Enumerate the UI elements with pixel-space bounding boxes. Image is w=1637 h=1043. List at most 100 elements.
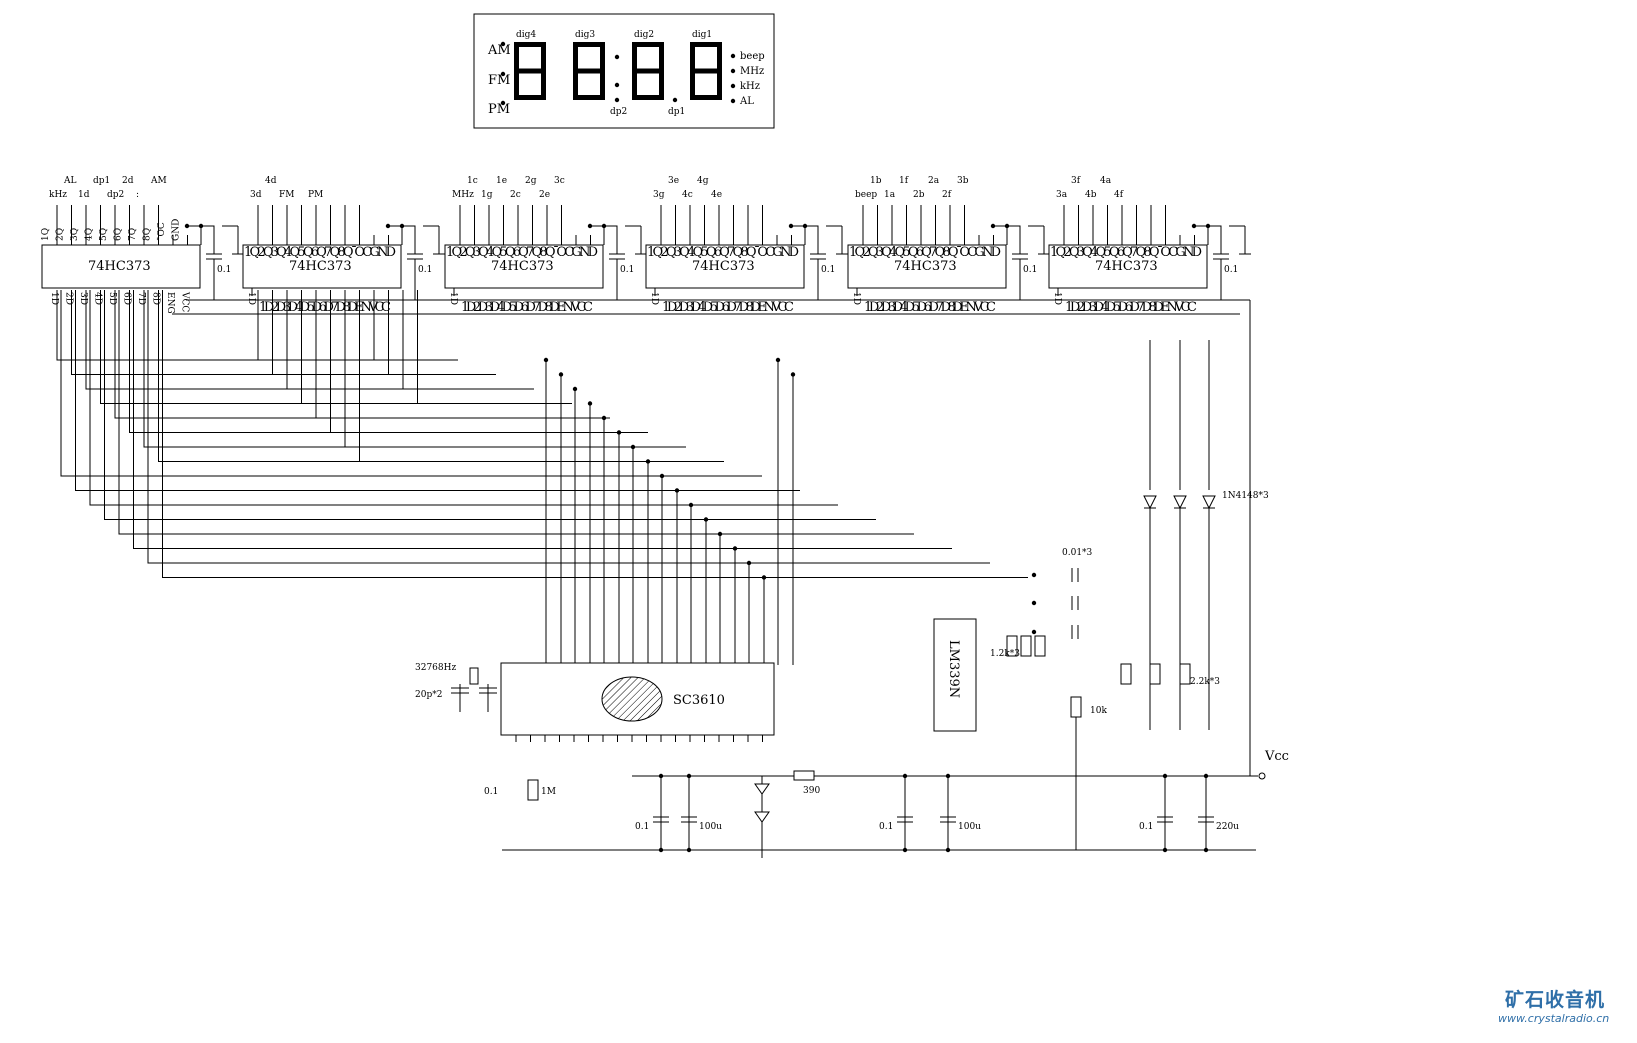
junction-dot	[587, 223, 593, 229]
junction-dot	[658, 847, 664, 853]
latch-pin-row: 1D2D3D4D5D6D7D8DENVCC	[259, 300, 391, 315]
latch-pin-label: 1Q	[41, 228, 51, 241]
dp-label: dp1	[668, 107, 685, 117]
segment-net-label: 2e	[539, 190, 550, 200]
latch-pin-row: 1D2D3D4D5D6D7D8DENVCC	[1065, 300, 1197, 315]
latch-pin-label: 4Q	[85, 228, 95, 241]
segment	[541, 42, 546, 71]
junction-dot	[717, 531, 723, 537]
junction-dot	[645, 459, 651, 464]
watermark-title: 矿石收音机	[1505, 989, 1606, 1011]
segment	[659, 71, 664, 100]
latch-pin-label: 7Q	[128, 228, 138, 241]
junction-dot	[558, 372, 564, 377]
segment	[717, 42, 722, 71]
pot-label: 10k	[1090, 706, 1107, 716]
junction-dot	[945, 773, 951, 779]
digit-label: dig2	[634, 30, 654, 40]
latch-part-name: 74HC373	[1095, 259, 1158, 274]
crystal	[469, 667, 479, 685]
junction-dot	[659, 473, 665, 479]
segment	[573, 71, 578, 100]
resistor-2k2	[1179, 663, 1191, 685]
segment	[632, 42, 664, 47]
latch-pin-label: 6Q	[114, 228, 124, 241]
display-indicator-label: AL	[739, 96, 754, 107]
segment-net-label: 3g	[653, 190, 665, 200]
segment-net-label: 1a	[884, 190, 896, 200]
resistor-1k2	[1034, 635, 1046, 657]
segment-gap	[519, 73, 541, 95]
latch-74hc373	[847, 244, 1007, 289]
indicator-dot	[730, 53, 736, 59]
segment	[514, 95, 546, 100]
cap-value: 0.1	[217, 265, 231, 275]
controller-name: SC3610	[673, 693, 725, 708]
latch-pin-label: 1D	[649, 292, 659, 305]
latch-pin-row: 1Q2Q3Q4Q5Q6Q7Q8Q¯OCGND	[244, 245, 396, 260]
bus-line	[129, 290, 648, 433]
segment-net-label: PM	[308, 190, 323, 200]
latch-74hc373	[444, 244, 604, 289]
bus-line	[85, 290, 534, 390]
cap-wire	[388, 225, 416, 254]
segment	[514, 68, 546, 74]
latch-pin-row: 1D2D3D4D5D6D7D8DENVCC	[864, 300, 996, 315]
latch-pin-label: ENG	[165, 292, 175, 314]
segment-net-label: 3b	[957, 176, 969, 186]
bus-line	[143, 290, 686, 448]
latch-pin-label: 7D	[136, 292, 146, 305]
resistor-2k2	[1149, 663, 1161, 685]
cap-value: 0.1	[418, 265, 432, 275]
segment-net-label: 4f	[1114, 190, 1124, 200]
segment-net-label: dp2	[107, 190, 124, 200]
segment	[573, 95, 605, 100]
latch-pin-label: 8D	[151, 292, 161, 305]
segment-net-label: 4g	[697, 176, 709, 186]
junction-dot	[902, 773, 908, 779]
resistor-1k2	[1020, 635, 1032, 657]
segment	[600, 71, 605, 100]
bus-line	[147, 290, 990, 564]
indicator-dot	[500, 100, 506, 106]
digit-label: dig3	[575, 30, 595, 40]
junction-dot	[587, 401, 593, 406]
cap-wire	[791, 225, 819, 254]
resistor-1m	[527, 779, 539, 801]
segment	[690, 42, 722, 47]
latch-pin-row: 1Q2Q3Q4Q5Q6Q7Q8Q¯OCGND	[1050, 245, 1202, 260]
diode	[1143, 495, 1157, 510]
latch-pin-label: GND	[172, 219, 182, 241]
segment-net-label: 3d	[250, 190, 262, 200]
junction-dot	[543, 357, 549, 363]
segment-net-label: MHz	[452, 190, 474, 200]
cap-value: 0.1	[635, 822, 649, 832]
watermark-url: www.crystalradio.cn	[1498, 1012, 1610, 1025]
segment	[514, 42, 519, 71]
segment	[514, 42, 546, 47]
latch-pin-row: 1Q2Q3Q4Q5Q6Q7Q8Q¯OCGND	[849, 245, 1001, 260]
junction-dot	[1031, 600, 1037, 606]
potentiometer	[1070, 696, 1082, 718]
segment	[600, 42, 605, 71]
seven-segment-digit	[514, 42, 546, 100]
latch-pin-label: VCC	[180, 291, 190, 312]
resistor-390	[793, 770, 815, 781]
junction-dot	[686, 773, 692, 779]
segment	[541, 71, 546, 100]
junction-dot	[790, 372, 796, 377]
seven-segment-digit	[690, 42, 722, 100]
segment-net-label: :	[136, 190, 139, 200]
segment-net-label: 1b	[870, 176, 882, 186]
latch-part-name: 74HC373	[491, 259, 554, 274]
cap-value: 0.1	[484, 787, 498, 797]
segment-net-label: kHz	[49, 190, 67, 200]
segment-net-label: 3a	[1056, 190, 1068, 200]
segment-net-label: beep	[855, 190, 877, 200]
junction-dot	[658, 773, 664, 779]
bus-line	[133, 290, 952, 549]
display-indicator-label: kHz	[740, 81, 760, 92]
junction-dot	[184, 223, 190, 229]
latch-74hc373	[645, 244, 805, 289]
cap-wire	[187, 225, 215, 254]
